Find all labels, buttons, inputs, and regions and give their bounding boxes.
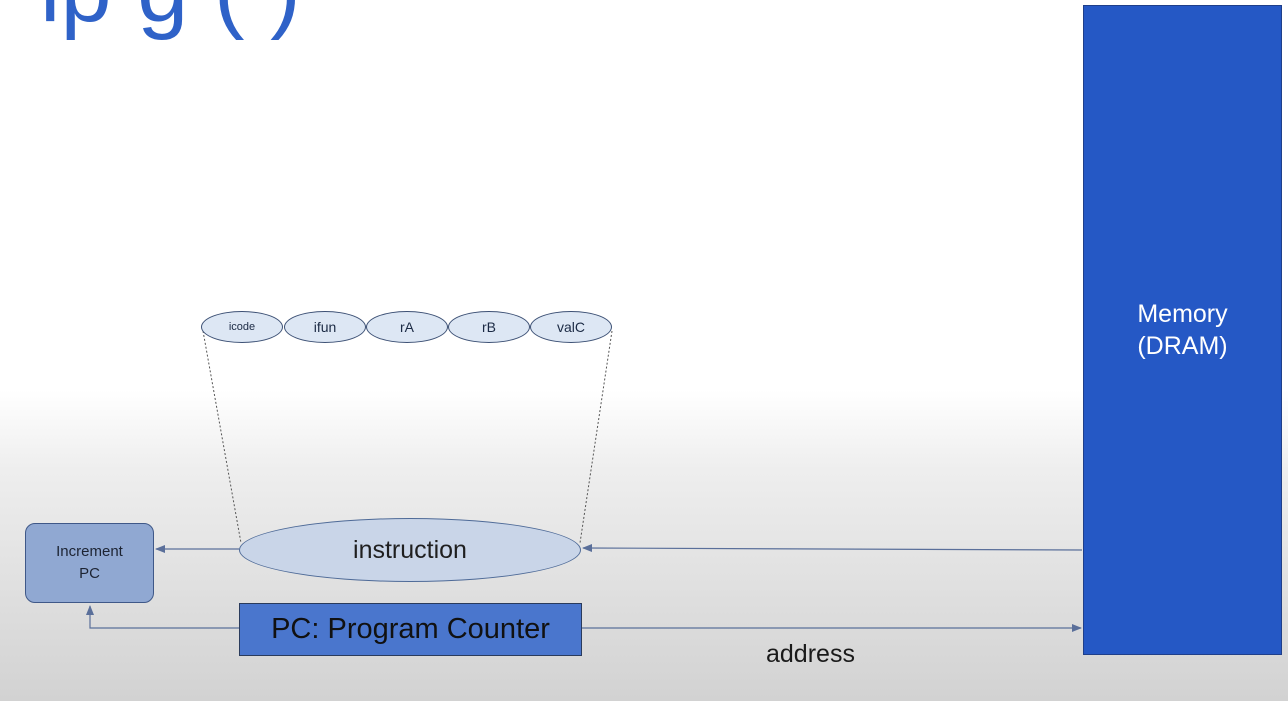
increment-pc-box: Increment PC <box>25 523 154 603</box>
projection-line-right <box>579 330 613 544</box>
memory-to-instruction-wire <box>582 544 1083 553</box>
address-label: address <box>766 640 855 668</box>
memory-label: Memory (DRAM) <box>1137 300 1228 360</box>
field-valc: valC <box>530 311 612 343</box>
pc-to-increment-wire <box>86 605 239 629</box>
projection-line-left <box>202 330 242 544</box>
field-icode: icode <box>201 311 283 343</box>
pc-register-box: PC: Program Counter <box>239 603 582 656</box>
field-ra: rA <box>366 311 448 343</box>
memory-block: Memory (DRAM) <box>1083 5 1282 655</box>
slide-title: ip g ( ) <box>40 0 301 43</box>
instruction-ellipse: instruction <box>239 518 581 582</box>
pc-register-label: PC: Program Counter <box>271 613 550 645</box>
instruction-label: instruction <box>353 535 467 564</box>
field-rb: rB <box>448 311 530 343</box>
field-ifun: ifun <box>284 311 366 343</box>
